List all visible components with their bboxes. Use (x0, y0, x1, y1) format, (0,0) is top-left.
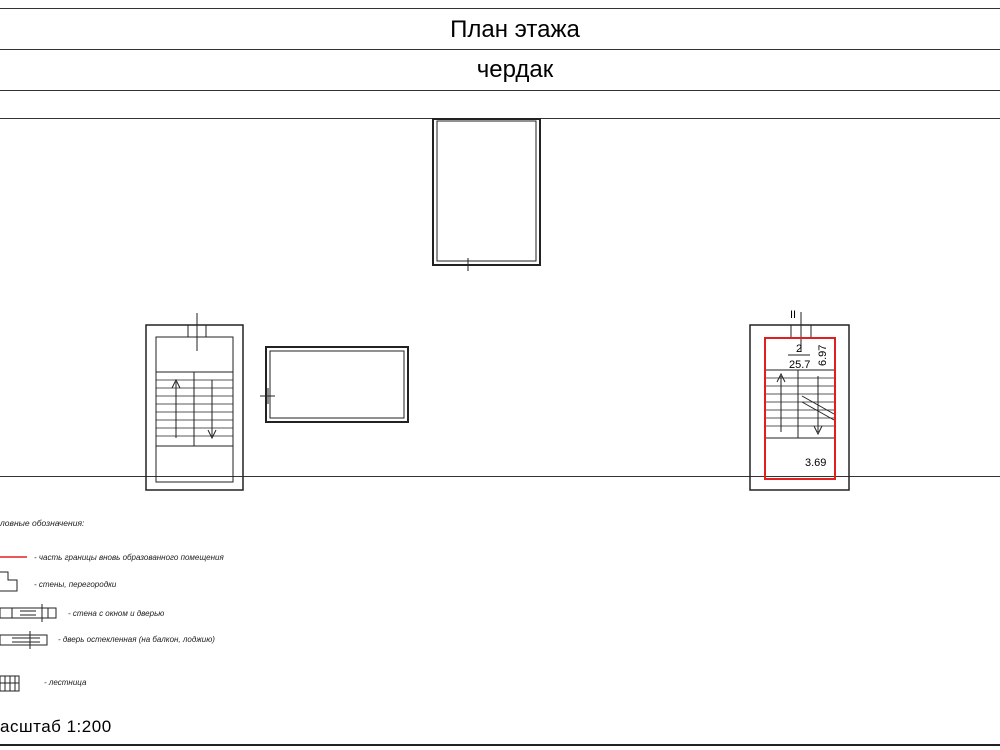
new-premises-boundary (764, 337, 836, 480)
header-divider-line (0, 49, 1000, 50)
left-stairwell (145, 313, 244, 491)
legend-item-walls: - стены, перегородки (34, 580, 117, 589)
floor-name: чердак (476, 56, 554, 83)
legend-item-glazed-door: - дверь остекленная (на балкон, лоджию) (58, 635, 215, 644)
legend-stairs-symbol (0, 675, 20, 692)
plan-title: План этажа (450, 16, 580, 43)
legend-item-stairs: - лестница (44, 678, 87, 687)
legend-window-wall-symbol (0, 604, 57, 622)
legend-heading: ловные обозначения: (0, 518, 85, 528)
legend-item-boundary: - часть границы вновь образованного поме… (34, 553, 224, 562)
stair-mark-label: II (790, 309, 796, 321)
top-room (432, 118, 541, 271)
right-stairwell (749, 312, 850, 491)
room-area-total-label: 25.7 (789, 359, 810, 371)
frame-bottom-line (0, 744, 1000, 746)
scale-label: асштаб 1:200 (0, 717, 112, 736)
frame-top-line (0, 8, 1000, 9)
middle-room (260, 346, 409, 423)
legend-wall-symbol (0, 571, 18, 592)
legend-item-window-wall: - стена с окном и дверью (68, 609, 165, 618)
header-bottom-line (0, 90, 1000, 91)
legend-symbols (0, 556, 57, 692)
room-length-label: 6.97 (817, 345, 829, 366)
room-area-label: 3.69 (805, 457, 826, 469)
room-number-label: 2 (796, 343, 802, 355)
drawing-bottom-line (0, 476, 1000, 477)
legend-glazed-door-symbol (0, 631, 48, 649)
